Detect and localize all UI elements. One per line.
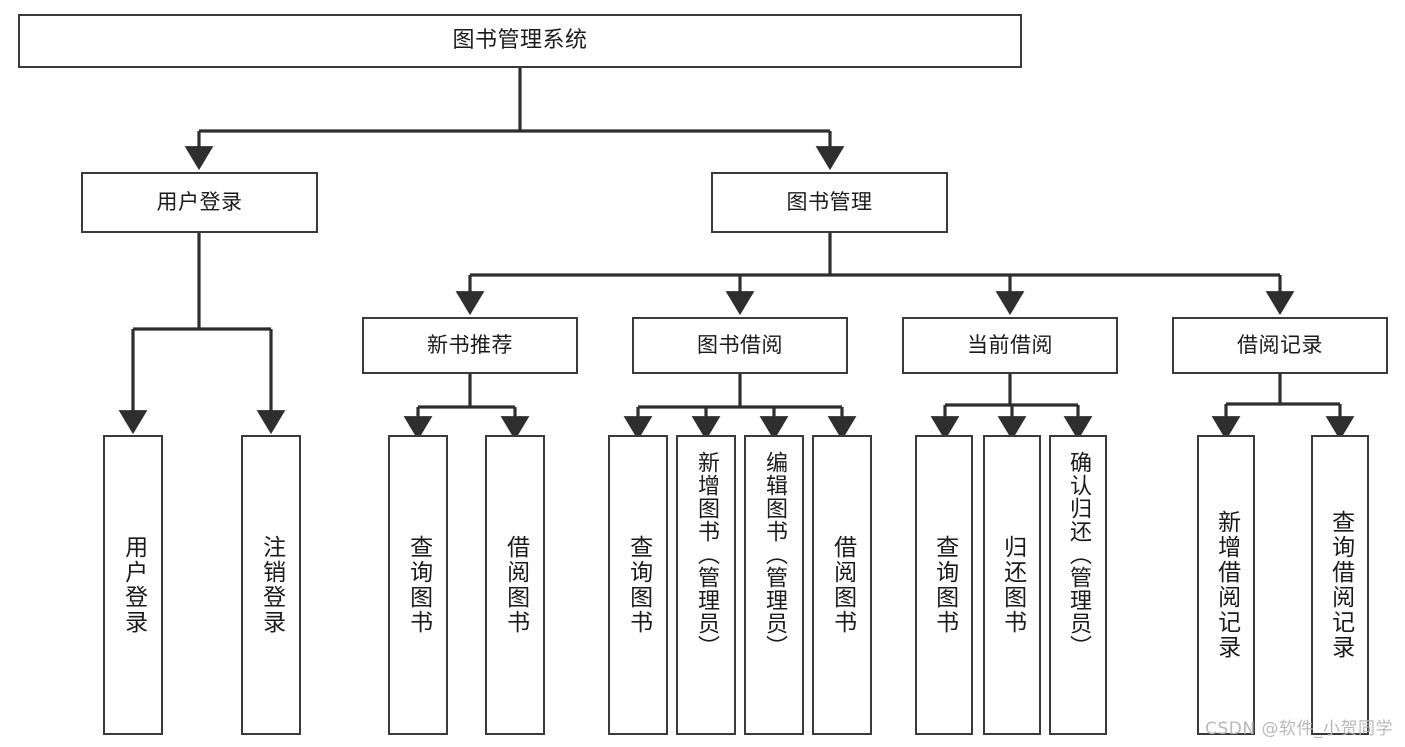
node-label: 注销登录 — [258, 535, 285, 635]
node-label: 图书管理 — [786, 189, 873, 214]
node-label: 用户登录 — [156, 189, 243, 214]
leaf-borrow-records-query-record[interactable]: 查询借阅记录 — [1311, 435, 1369, 735]
leaf-current-borrow-query-books[interactable]: 查询图书 — [915, 435, 973, 735]
leaf-current-borrow-return-books[interactable]: 归还图书 — [983, 435, 1041, 735]
leaf-current-borrow-confirm-return-admin[interactable]: 确认归还（管理员） — [1049, 435, 1107, 735]
node-book-borrowing[interactable]: 图书借阅 — [632, 317, 848, 374]
node-label: 查询图书 — [625, 535, 652, 635]
node-label: 编辑图书（管理员） — [761, 451, 787, 658]
leaf-borrow-records-add-record[interactable]: 新增借阅记录 — [1197, 435, 1255, 735]
csdn-watermark: CSDN @软件_小贺同学 — [1205, 719, 1393, 739]
node-label: 确认归还（管理员） — [1065, 451, 1091, 658]
leaf-user-login-signin[interactable]: 用户登录 — [103, 435, 163, 735]
node-label: 借阅图书 — [829, 535, 856, 635]
node-label: 图书管理系统 — [452, 27, 588, 53]
node-label: 查询借阅记录 — [1327, 510, 1354, 660]
node-label: 借阅图书 — [502, 535, 529, 635]
node-label: 查询图书 — [405, 535, 432, 635]
node-label: 查询图书 — [931, 535, 958, 635]
node-borrowing-records[interactable]: 借阅记录 — [1172, 317, 1388, 374]
node-current-borrowing[interactable]: 当前借阅 — [902, 317, 1118, 374]
node-label: 当前借阅 — [967, 332, 1053, 357]
leaf-new-book-query-books[interactable]: 查询图书 — [388, 435, 448, 735]
leaf-new-book-borrow-books[interactable]: 借阅图书 — [485, 435, 545, 735]
node-label: 新增图书（管理员） — [693, 451, 719, 658]
node-label: 归还图书 — [999, 535, 1026, 635]
node-root-book-management-system[interactable]: 图书管理系统 — [18, 14, 1022, 68]
node-label: 借阅记录 — [1237, 332, 1323, 357]
node-user-login[interactable]: 用户登录 — [81, 172, 318, 233]
node-label: 新增借阅记录 — [1213, 510, 1240, 660]
node-book-management[interactable]: 图书管理 — [711, 172, 948, 233]
leaf-book-borrow-add-book-admin[interactable]: 新增图书（管理员） — [676, 435, 736, 735]
leaf-book-borrow-query-books[interactable]: 查询图书 — [608, 435, 668, 735]
leaf-book-borrow-edit-book-admin[interactable]: 编辑图书（管理员） — [744, 435, 804, 735]
node-new-book-recommendation[interactable]: 新书推荐 — [362, 317, 578, 374]
leaf-user-login-signout[interactable]: 注销登录 — [241, 435, 301, 735]
node-label: 用户登录 — [120, 535, 147, 635]
node-label: 图书借阅 — [697, 332, 783, 357]
node-label: 新书推荐 — [427, 332, 513, 357]
leaf-book-borrow-borrow-books[interactable]: 借阅图书 — [812, 435, 872, 735]
